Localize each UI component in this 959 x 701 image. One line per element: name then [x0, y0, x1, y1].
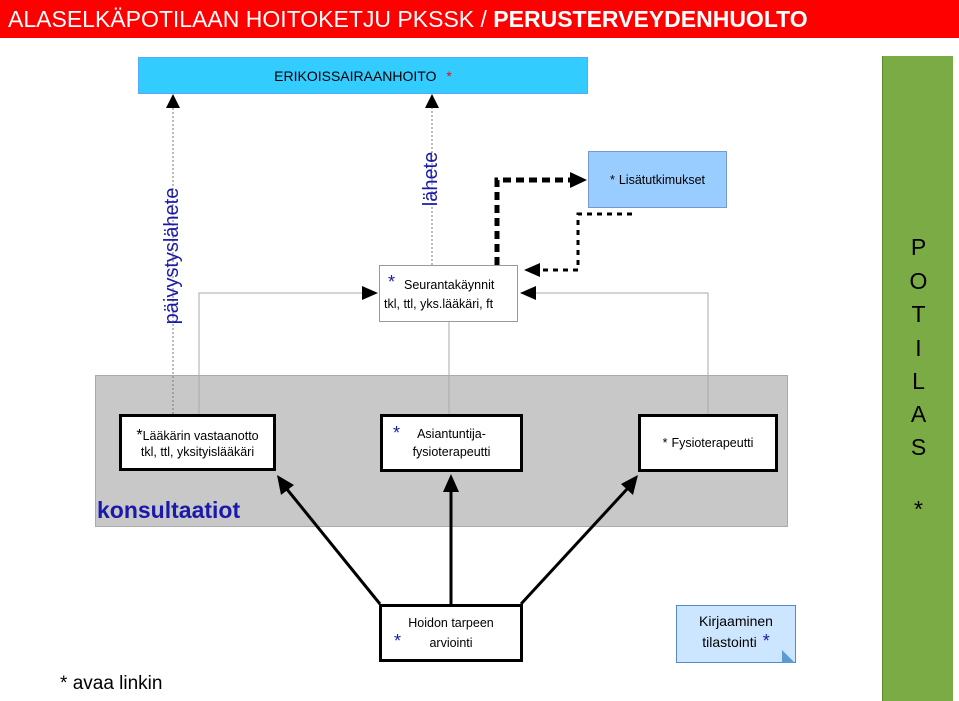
konsultaatiot-label: konsultaatiot [97, 497, 241, 523]
seuranta-left-arrowhead [362, 286, 378, 300]
potilas-letter: T [911, 301, 926, 327]
hoidon-laakari-arrow-line [284, 487, 382, 605]
asiantuntija-line1: Asiantuntija- [417, 427, 486, 441]
potilas-star[interactable]: * [914, 496, 923, 522]
lisatutkimukset-label: Lisätutkimukset [618, 172, 706, 187]
laakarin-vastaanotto-box[interactable]: *Lääkärin vastaanotto tkl, ttl, yksityis… [119, 414, 276, 471]
laakari-arrowhead [277, 475, 294, 495]
kirjaaminen-line2: tilastointi [702, 634, 757, 650]
link-star[interactable]: * [662, 436, 668, 450]
laakari-seuranta-line [198, 292, 364, 414]
erikoissairaanhoito-box[interactable]: ERIKOISSAIRAANHOITO * [138, 57, 588, 94]
seurantakaynnit-box[interactable]: * Seurantakäynnit tkl, ttl, yks.lääkäri,… [379, 265, 518, 322]
link-star[interactable]: * [394, 631, 402, 651]
fysio-label: Fysioterapeutti [671, 436, 754, 450]
title-bar: ALASELKÄPOTILAAN HOITOKETJU PKSSK / PERU… [0, 0, 959, 38]
seuranta-right-arrowhead [520, 286, 536, 300]
lisa-seuranta-dotted [540, 212, 632, 272]
erikoissairaanhoito-label: ERIKOISSAIRAANHOITO [274, 68, 437, 84]
laakari-line2: tkl, ttl, yksityislääkäri [140, 444, 255, 459]
potilas-letter: O [909, 268, 928, 294]
title-text: ALASELKÄPOTILAAN HOITOKETJU PKSSK / [8, 6, 494, 32]
asiantuntija-arrowhead [443, 474, 459, 492]
lahete-arrowhead [425, 94, 439, 108]
lisa-arrowhead [570, 172, 587, 188]
potilas-letter: L [912, 368, 925, 394]
seuranta-line2: tkl, ttl, yks.lääkäri, ft [384, 297, 494, 311]
hoidon-tarpeen-arviointi-box[interactable]: * Hoidon tarpeen arviointi [379, 604, 523, 662]
hoidon-line2: arviointi [429, 636, 473, 650]
laakari-line1: Lääkärin vastaanotto [142, 428, 259, 443]
title-highlight: PERUSTERVEYDENHUOLTO [493, 6, 808, 32]
link-star[interactable]: * [388, 272, 396, 292]
potilas-bar: P O T I L A S * [882, 56, 953, 701]
link-star[interactable]: * [446, 68, 452, 84]
footnote-star: * [60, 673, 68, 694]
paivystyslahete-label: päivystyslähete [161, 187, 183, 325]
potilas-letter: S [910, 434, 927, 460]
link-star[interactable]: * [762, 631, 770, 651]
hoidon-fysio-arrow-line [519, 486, 630, 606]
hoidon-line1: Hoidon tarpeen [408, 616, 494, 630]
potilas-letter: A [910, 401, 927, 427]
footnote-text: avaa linkin [72, 673, 163, 694]
lisatutkimukset-box[interactable]: * Lisätutkimukset [588, 151, 727, 208]
kirjaaminen-line1: Kirjaaminen [699, 613, 773, 629]
potilas-letter: I [915, 335, 922, 361]
potilas-letter: P [910, 234, 927, 260]
asiantuntija-line2: fysioterapeutti [412, 445, 491, 459]
paivystys-arrowhead [166, 94, 180, 108]
seuranta-lisa-dashed [494, 177, 570, 265]
link-star[interactable]: * [136, 426, 143, 444]
kirjaaminen-tilastointi-box[interactable]: Kirjaaminen tilastointi * [676, 605, 796, 663]
footnote: * avaa linkin [60, 673, 162, 695]
fysio-seuranta-line [534, 292, 709, 414]
lahete-label: lähete [420, 151, 442, 207]
seuranta-line1: Seurantakäynnit [404, 278, 495, 292]
asiantuntija-fysioterapeutti-box[interactable]: * Asiantuntija- fysioterapeutti [380, 414, 523, 472]
link-star[interactable]: * [393, 423, 401, 443]
seuranta-return-arrowhead [524, 263, 540, 277]
page-fold-corner [782, 650, 795, 663]
link-star[interactable]: * [609, 172, 615, 187]
fysioterapeutti-box[interactable]: * Fysioterapeutti [638, 414, 778, 472]
fysio-arrowhead [621, 475, 638, 495]
